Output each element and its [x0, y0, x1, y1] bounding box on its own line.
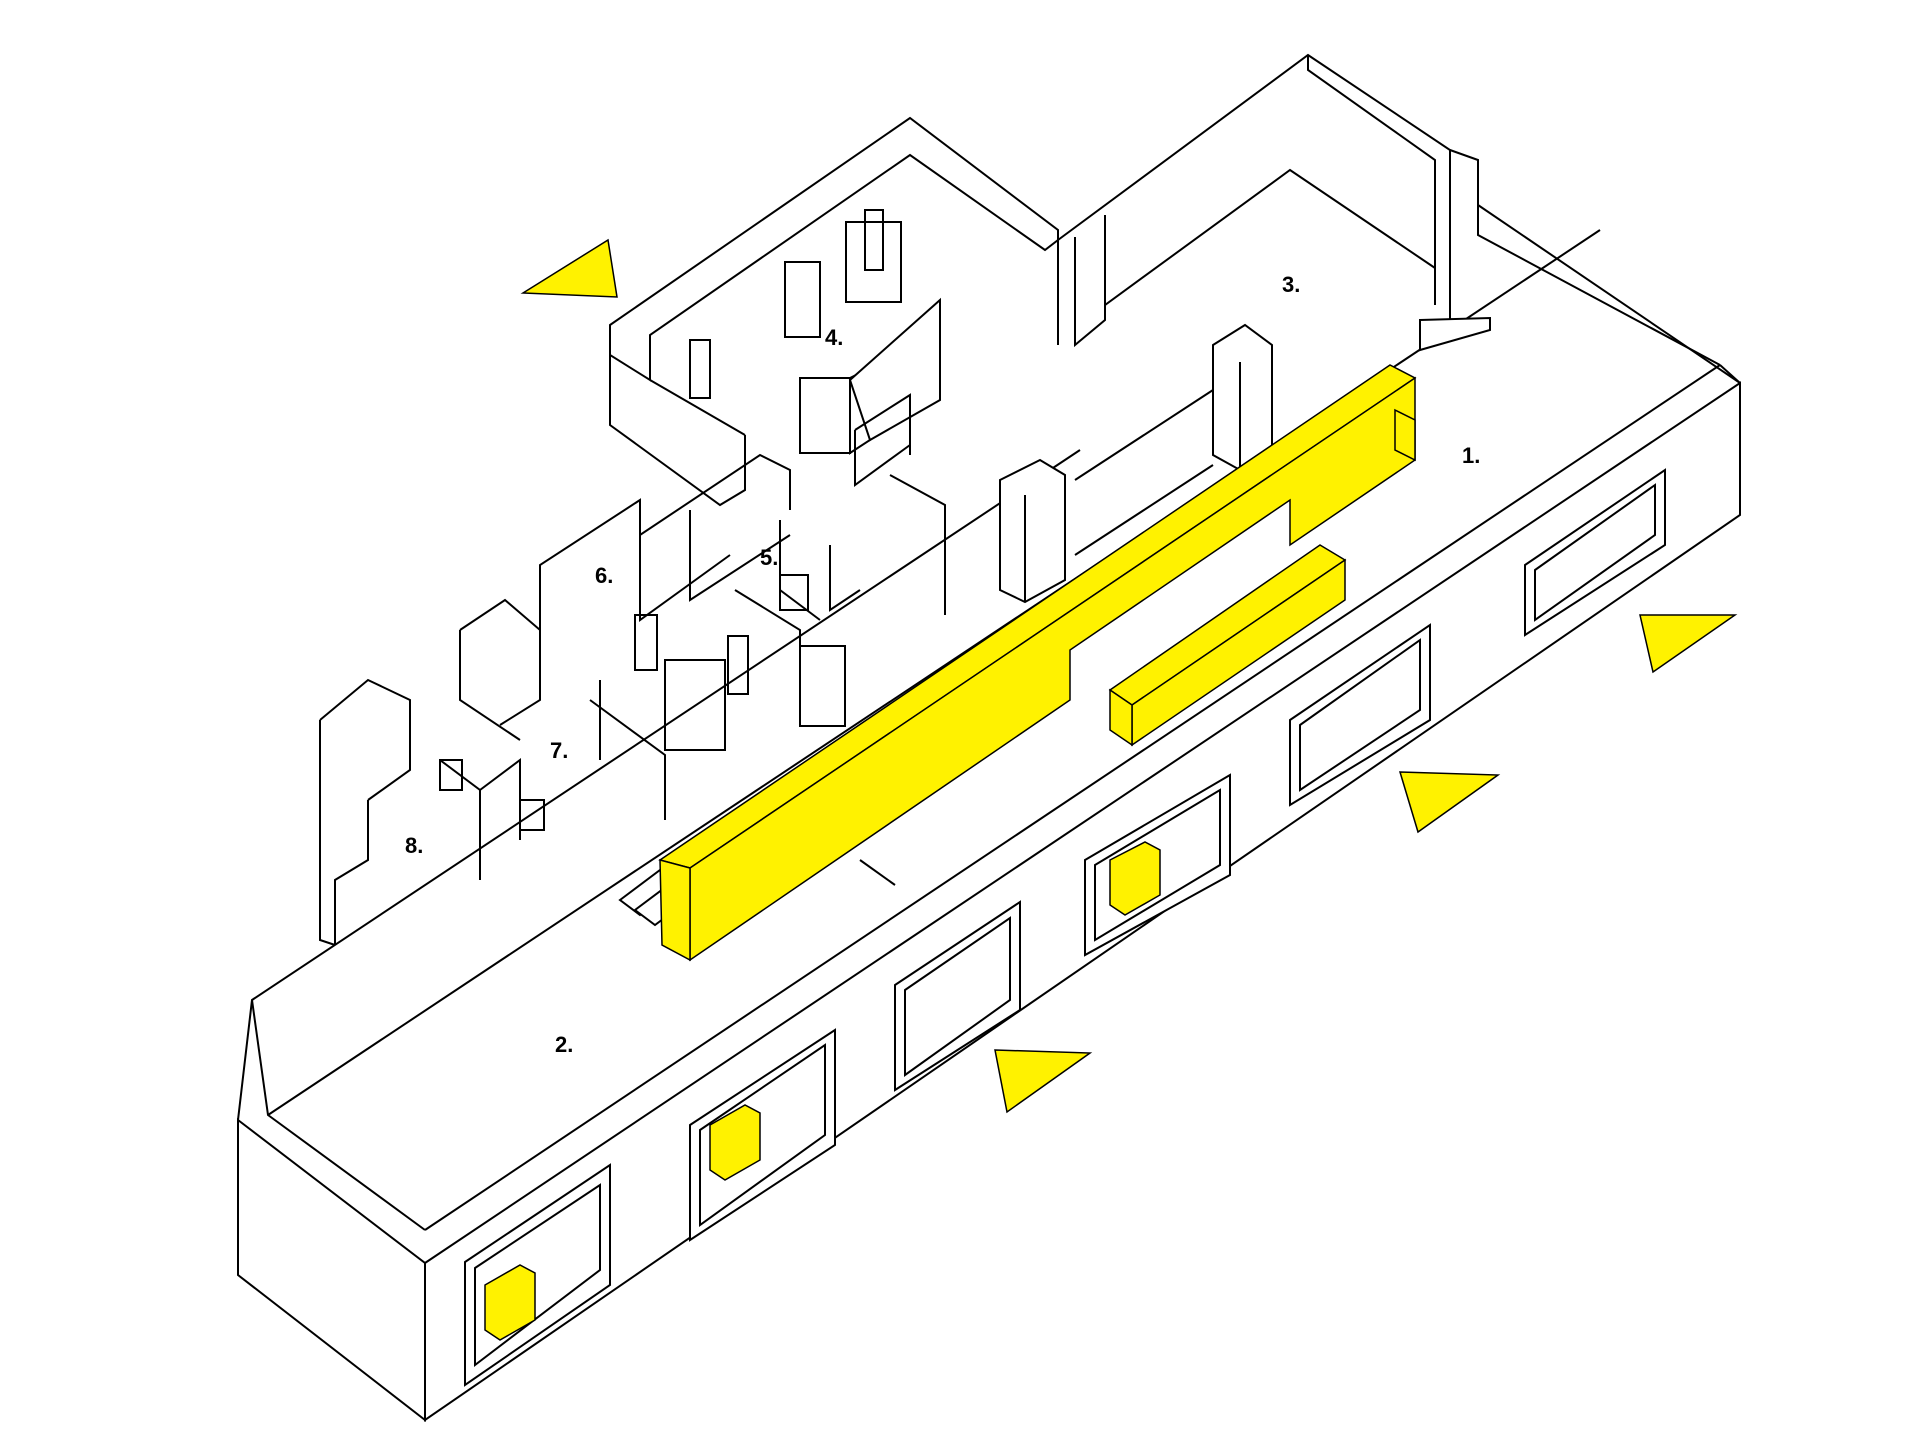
view-arrow-marker — [1398, 771, 1501, 834]
room-label-8: 8. — [405, 833, 423, 858]
view-arrow-marker — [994, 1049, 1093, 1114]
room-label-1: 1. — [1462, 443, 1480, 468]
room-4-walls — [609, 116, 1059, 507]
view-arrow-marker — [520, 238, 618, 298]
long-yellow-shelf — [658, 364, 1417, 962]
view-arrow-marker — [1639, 614, 1738, 674]
room-label-2: 2. — [555, 1032, 573, 1057]
yellow-window-seats — [484, 841, 1161, 1341]
yellow-bench — [1108, 544, 1347, 747]
windows — [464, 468, 1666, 1387]
room-label-3: 3. — [1282, 272, 1300, 297]
yellow-furniture — [484, 364, 1417, 1341]
room-label-6: 6. — [595, 563, 613, 588]
room-label-7: 7. — [550, 738, 568, 763]
view-markers — [520, 238, 1738, 1114]
room-3-walls — [1057, 53, 1491, 352]
room-label-4: 4. — [825, 325, 843, 350]
service-rooms-walls — [319, 393, 946, 946]
room-labels: 1. 2. 3. 4. 5. 6. 7. 8. — [405, 272, 1480, 1057]
main-wing-walls — [237, 204, 1741, 1423]
room-label-5: 5. — [760, 545, 778, 570]
